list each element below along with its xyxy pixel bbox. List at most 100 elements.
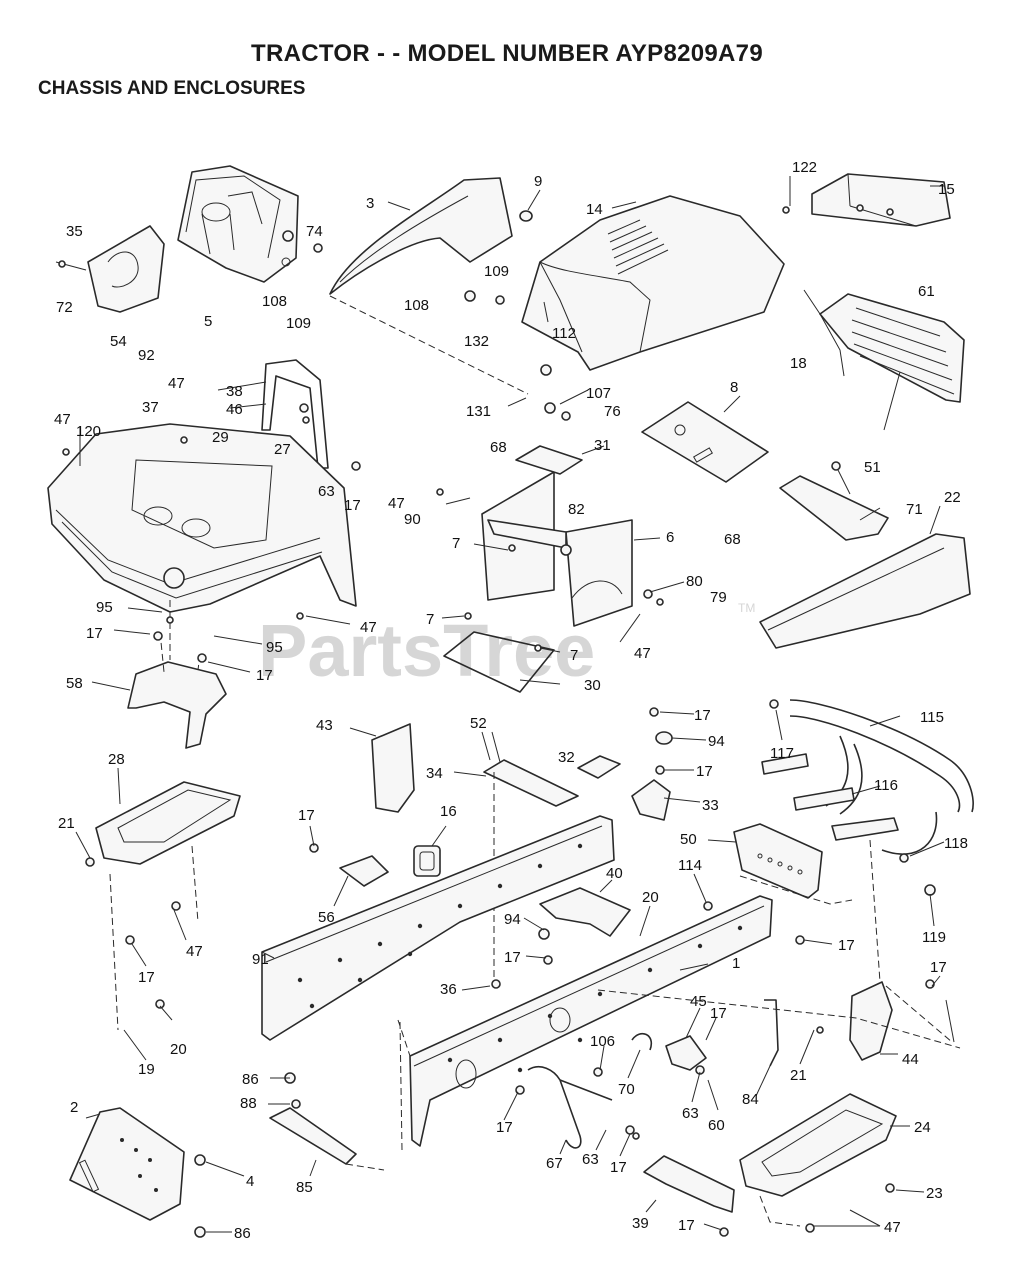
part-15-front-bracket (811, 173, 951, 227)
callout-109b: 109 (484, 263, 509, 280)
callout-71: 71 (906, 501, 923, 518)
part-91-frame-rail (261, 815, 615, 1041)
callout-85: 85 (296, 1179, 313, 1196)
callout-72: 72 (56, 299, 73, 316)
callout-61: 61 (918, 283, 935, 300)
callout-68b: 68 (724, 531, 741, 548)
callout-17f: 17 (298, 807, 315, 824)
callout-39: 39 (632, 1215, 649, 1232)
callout-7: 7 (452, 535, 460, 552)
callout-17m: 17 (610, 1159, 627, 1176)
part-2-plate (69, 1107, 185, 1221)
callout-28: 28 (108, 751, 125, 768)
part-1-frame-rail (397, 895, 773, 1151)
callout-114: 114 (678, 857, 702, 874)
callout-40: 40 (606, 865, 623, 882)
callout-17b: 17 (86, 625, 103, 642)
callout-47c: 47 (388, 495, 405, 512)
callout-63: 63 (318, 483, 335, 500)
callout-106: 106 (590, 1033, 615, 1050)
part-5-dash-console (177, 165, 299, 283)
callout-7b: 7 (426, 611, 434, 628)
section-title: CHASSIS AND ENCLOSURES (38, 78, 306, 99)
callout-5: 5 (204, 313, 212, 330)
callout-122: 122 (792, 159, 817, 176)
callout-20b: 20 (170, 1041, 187, 1058)
callout-116: 116 (874, 777, 898, 794)
callout-labels: 122 15 9 3 14 35 74 72 54 92 5 108 109 6… (54, 159, 968, 1242)
callout-118: 118 (944, 835, 968, 852)
callout-8: 8 (730, 379, 738, 396)
part-14-hood (521, 195, 785, 371)
callout-36: 36 (440, 981, 457, 998)
callout-17j: 17 (710, 1005, 727, 1022)
callout-1: 1 (732, 955, 740, 972)
callout-94: 94 (708, 733, 725, 750)
callout-108: 108 (262, 293, 287, 310)
part-37-fender (47, 423, 357, 613)
part-71-bracket (779, 475, 889, 541)
callout-37: 37 (142, 399, 159, 416)
callout-14: 14 (586, 201, 603, 218)
callout-47b: 47 (54, 411, 71, 428)
callout-109: 109 (286, 315, 311, 332)
callout-108b: 108 (404, 297, 429, 314)
callout-15: 15 (938, 181, 955, 198)
callout-115: 115 (920, 709, 944, 726)
part-30-plate (443, 631, 555, 693)
part-116-strip (761, 753, 899, 841)
callout-19: 19 (138, 1061, 155, 1078)
part-84-rod (764, 999, 779, 1067)
part-67-linkage (527, 1065, 613, 1149)
callout-17: 17 (344, 497, 361, 514)
callout-16: 16 (440, 803, 457, 820)
callout-90: 90 (404, 511, 421, 528)
fasteners (58, 206, 936, 1238)
callout-58: 58 (66, 675, 83, 692)
callout-120: 120 (76, 423, 101, 440)
part-31-bracket (515, 445, 583, 475)
callout-79: 79 (710, 589, 727, 606)
part-18-grille (803, 289, 965, 431)
callout-47g: 47 (884, 1219, 901, 1236)
callout-56: 56 (318, 909, 335, 926)
callout-22: 22 (944, 489, 961, 506)
callout-29: 29 (212, 429, 229, 446)
callout-68: 68 (490, 439, 507, 456)
callout-44: 44 (902, 1051, 919, 1068)
callout-47d: 47 (360, 619, 377, 636)
callout-63b: 63 (682, 1105, 699, 1122)
part-43-bracket (371, 723, 415, 813)
callout-34: 34 (426, 765, 443, 782)
callout-119: 119 (922, 929, 946, 946)
callout-33: 33 (702, 797, 719, 814)
callout-17n: 17 (678, 1217, 695, 1234)
part-45-bracket (631, 1032, 707, 1071)
callout-45: 45 (690, 993, 707, 1010)
part-115-bar (789, 699, 974, 855)
callout-38: 38 (226, 383, 243, 400)
callout-17i: 17 (930, 959, 947, 976)
part-16-grommet (413, 845, 441, 877)
callout-54: 54 (110, 333, 127, 350)
callout-86b: 86 (234, 1225, 251, 1242)
callout-117: 117 (770, 745, 794, 762)
callout-74: 74 (306, 223, 323, 240)
callout-52: 52 (470, 715, 487, 732)
callout-95: 95 (96, 599, 113, 616)
callout-86: 86 (242, 1071, 259, 1088)
callout-51: 51 (864, 459, 881, 476)
part-85-bar (269, 1107, 385, 1171)
callout-21: 21 (58, 815, 75, 832)
callout-92: 92 (138, 347, 155, 364)
callout-30: 30 (584, 677, 601, 694)
callout-46: 46 (226, 401, 243, 418)
callout-17l: 17 (496, 1119, 513, 1136)
part-29-bracket (261, 359, 329, 469)
callout-3: 3 (366, 195, 374, 212)
part-44-bracket (849, 839, 893, 1061)
callout-63c: 63 (582, 1151, 599, 1168)
part-24-foot-pan (739, 1093, 897, 1197)
callout-17d: 17 (694, 707, 711, 724)
callout-80: 80 (686, 573, 703, 590)
